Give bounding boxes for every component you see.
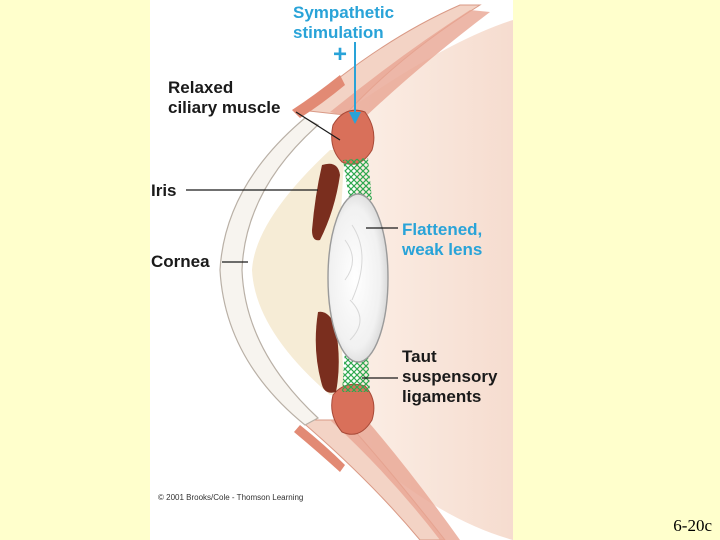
- iris-bottom: [315, 311, 339, 393]
- label-cornea: Cornea: [151, 252, 210, 271]
- label-taut-suspensory-ligaments: Taut suspensory ligaments: [402, 347, 498, 406]
- extraocular-muscle-bottom: [294, 425, 345, 472]
- label-iris: Iris: [151, 181, 177, 200]
- plus-sign: +: [333, 41, 348, 68]
- label-flattened-lens: Flattened, weak lens: [402, 220, 483, 259]
- lens: [327, 193, 389, 363]
- choroid-bottom: [330, 418, 460, 540]
- vitreous-body: [355, 20, 513, 540]
- label-sympathetic: Sympathetic stimulation: [293, 3, 395, 42]
- extraocular-muscle-top: [292, 75, 345, 118]
- label-relaxed-ciliary-muscle: Relaxed ciliary muscle: [168, 78, 281, 117]
- leader-sympathetic-arrowhead: [349, 112, 361, 124]
- copyright-notice: © 2001 Brooks/Cole - Thomson Learning: [158, 493, 304, 502]
- lens-striations: [344, 224, 363, 341]
- choroid-top: [330, 10, 490, 120]
- slide-number: 6-20c: [673, 516, 712, 535]
- suspensory-ligaments-top: [343, 158, 372, 205]
- leader-relaxed: [295, 111, 341, 141]
- cornea-shape: [219, 117, 320, 426]
- iris-top: [312, 163, 340, 241]
